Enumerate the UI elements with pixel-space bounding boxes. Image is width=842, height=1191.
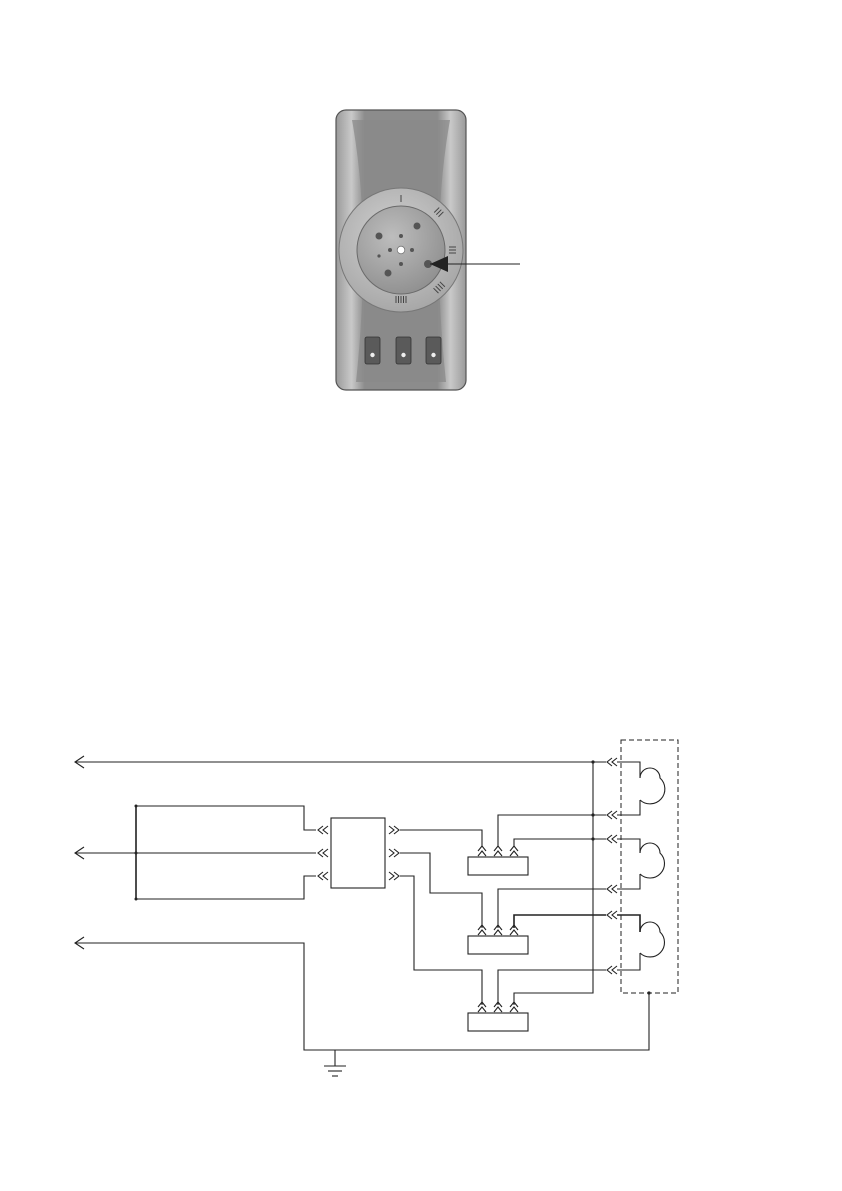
terminal-block-1 <box>468 846 528 875</box>
terminal-block-2 <box>468 925 528 954</box>
wire-to-block-2 <box>400 853 482 928</box>
motor-coil-2 <box>617 839 665 889</box>
motor-coil-3 <box>617 915 664 970</box>
output-line-1 <box>75 756 606 768</box>
wire-to-block-3 <box>400 876 482 1005</box>
wire-b2-b <box>514 915 606 928</box>
motor-housing <box>621 740 678 993</box>
central-connector <box>318 818 399 888</box>
ground-symbol <box>324 1050 346 1076</box>
wire-to-block-1 <box>400 830 482 846</box>
output-line-2 <box>75 847 316 859</box>
wire-b3-b <box>514 762 593 1005</box>
terminal-block-3 <box>468 1002 528 1031</box>
coil-connectors <box>607 758 617 974</box>
motor-coil-1 <box>617 762 665 815</box>
